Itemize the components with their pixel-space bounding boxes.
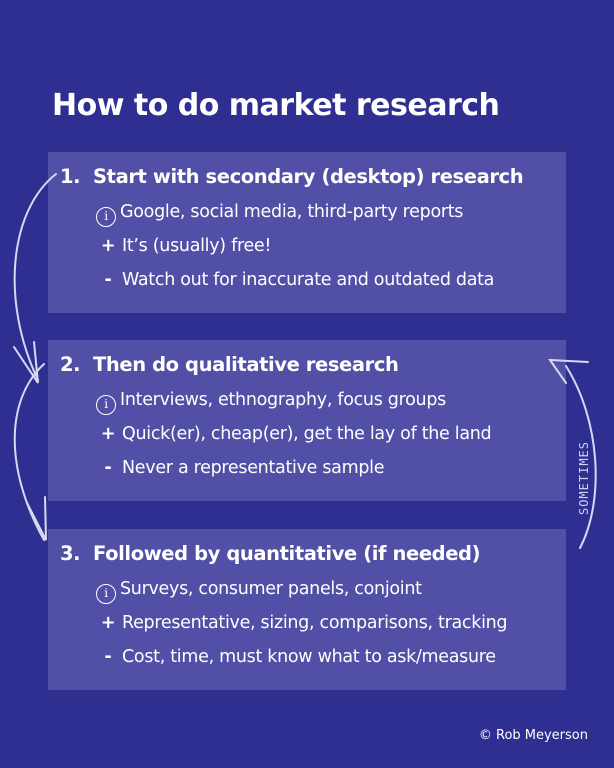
plus-icon: + <box>100 613 116 633</box>
con-text: Never a representative sample <box>122 458 385 478</box>
minus-icon: - <box>104 270 112 290</box>
info-icon: i <box>96 395 116 415</box>
con-row: -Never a representative sample <box>94 458 385 478</box>
step-number: 3. <box>60 542 81 565</box>
info-icon: i <box>96 207 116 227</box>
step-heading: Start with secondary (desktop) research <box>93 165 524 188</box>
arrow-1-to-2-head-icon <box>13 341 39 384</box>
plus-icon: + <box>100 236 116 256</box>
con-text: Cost, time, must know what to ask/measur… <box>122 647 496 667</box>
con-row: -Watch out for inaccurate and outdated d… <box>94 270 495 290</box>
pro-text: Representative, sizing, comparisons, tra… <box>122 613 508 633</box>
pro-row: + Quick(er), cheap(er), get the lay of th… <box>94 424 492 444</box>
plus-icon: + <box>100 424 116 444</box>
step-3-card: 3. Followed by quantitative (if needed) i… <box>48 529 566 690</box>
pro-text: It’s (usually) free! <box>122 236 272 256</box>
minus-icon: - <box>104 647 112 667</box>
minus-icon: - <box>104 458 112 478</box>
info-icon: i <box>96 584 116 604</box>
step-heading: Followed by quantitative (if needed) <box>93 542 481 565</box>
page-title: How to do market research <box>52 88 500 123</box>
pro-row: + It’s (usually) free! <box>94 236 272 256</box>
info-text: Google, social media, third-party report… <box>120 202 464 222</box>
step-number: 1. <box>60 165 81 188</box>
pro-text: Quick(er), cheap(er), get the lay of the… <box>122 424 492 444</box>
con-text: Watch out for inaccurate and outdated da… <box>122 270 495 290</box>
step-heading: Then do qualitative research <box>93 353 399 376</box>
arrow-3-to-2-head-icon <box>548 358 589 384</box>
con-row: -Cost, time, must know what to ask/measu… <box>94 647 497 667</box>
info-text: Interviews, ethnography, focus groups <box>120 390 446 410</box>
arrow-3-to-2-icon <box>565 365 597 549</box>
arrow-2-to-3-head-icon <box>26 496 47 541</box>
pro-row: + Representative, sizing, comparisons, tr… <box>94 613 508 633</box>
step-number: 2. <box>60 353 81 376</box>
sometimes-label: SOMETIMES <box>577 440 591 516</box>
info-text: Surveys, consumer panels, conjoint <box>120 579 422 599</box>
credit: © Rob Meyerson <box>478 728 588 743</box>
step-1-card: 1. Start with secondary (desktop) researc… <box>48 152 566 313</box>
arrow-2-to-3-icon <box>13 363 45 541</box>
arrow-1-to-2-icon <box>13 173 57 381</box>
